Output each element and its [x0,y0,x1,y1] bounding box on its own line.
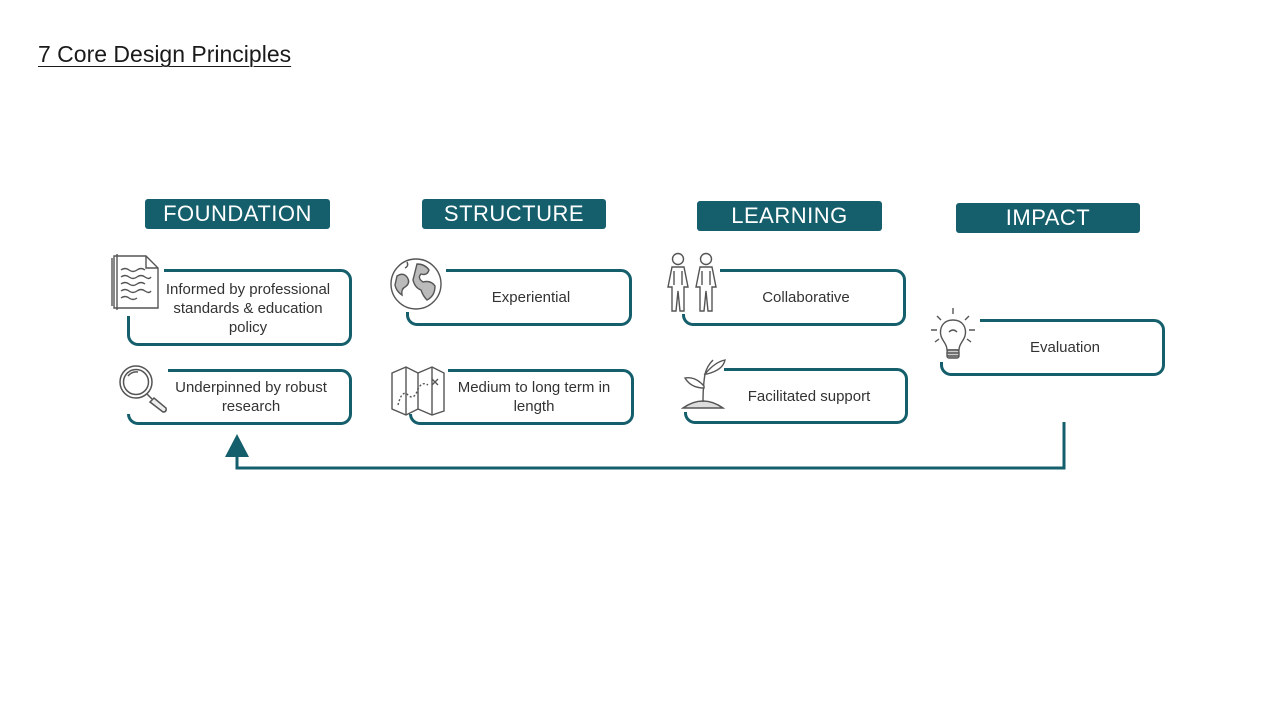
header-foundation: FOUNDATION [145,199,330,229]
document-icon [110,252,164,312]
header-structure: STRUCTURE [422,199,606,229]
page-title: 7 Core Design Principles [38,41,292,67]
header-learning: LEARNING [697,201,882,231]
principle-box [127,269,352,346]
two-people-icon [664,251,720,315]
map-icon [390,365,446,417]
principle-label: Experiential [491,288,571,306]
principle-label: Informed by professional standards & edu… [165,280,331,336]
magnifying-glass-icon [116,362,170,416]
globe-icon [389,256,445,312]
lightbulb-icon [929,306,979,364]
seedling-icon [681,356,727,412]
principle-label: Facilitated support [747,387,871,405]
header-impact: IMPACT [956,203,1140,233]
principle-label: Collaborative [762,288,850,306]
principle-label: Evaluation [1029,338,1101,356]
principle-label: Medium to long term in length [457,379,611,415]
principle-label: Underpinned by robust research [175,379,327,415]
